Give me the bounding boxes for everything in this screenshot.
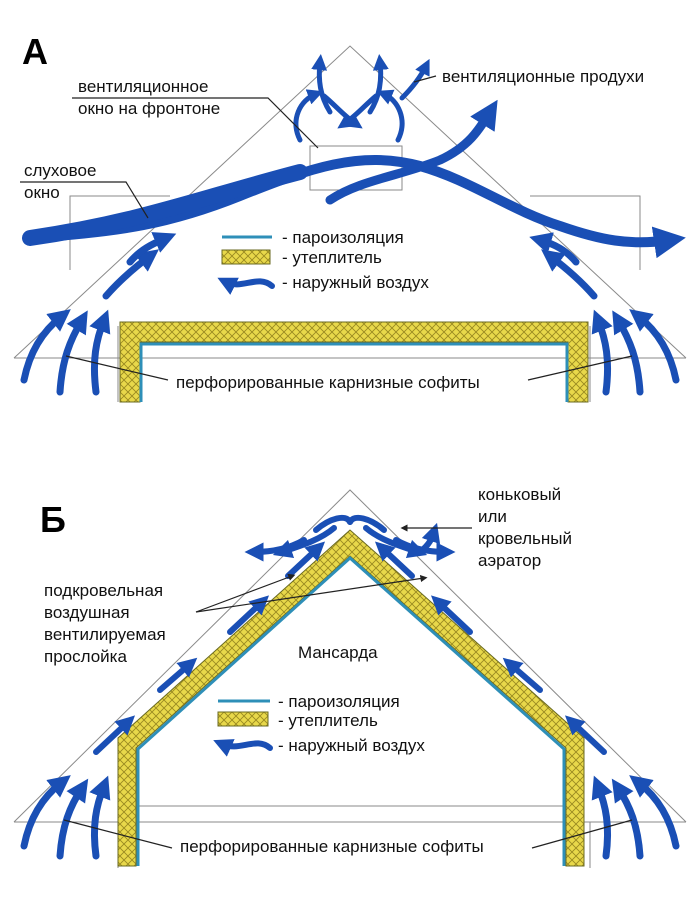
vapor-barrier-a bbox=[139, 342, 569, 402]
label-layer-line4: прослойка bbox=[44, 647, 127, 666]
leader-layer-right bbox=[195, 574, 428, 613]
label-dormer-line1: слуховое bbox=[24, 161, 96, 180]
diagram-b: Б коньковый или кровельный аэратор подкр… bbox=[13, 485, 687, 868]
leader-soffit-right-a bbox=[527, 355, 633, 381]
label-aerator-line4: аэратор bbox=[478, 551, 541, 570]
legend-insulation-swatch-b bbox=[217, 711, 269, 727]
secondary-airflow-a bbox=[325, 99, 498, 205]
label-room: Мансарда bbox=[298, 643, 378, 662]
dormer-outline-left bbox=[69, 195, 170, 270]
label-aerator-line2: или bbox=[478, 507, 507, 526]
leader-dormer bbox=[20, 181, 149, 219]
soffit-arrows-right-b bbox=[591, 775, 680, 860]
label-soffits-a: перфорированные карнизные софиты bbox=[176, 373, 480, 392]
label-aerator-line1: коньковый bbox=[478, 485, 561, 504]
label-aerator-line3: кровельный bbox=[478, 529, 572, 548]
soffit-arrows-right-a bbox=[529, 232, 680, 396]
diagram-b-letter: Б bbox=[40, 499, 66, 540]
diagram-a: А вентиляционное окно на фронтоне вентил… bbox=[13, 31, 687, 403]
label-layer-line3: вентилируемая bbox=[44, 625, 166, 644]
legend-air-label-b: - наружный воздух bbox=[278, 736, 425, 755]
legend-air-swatch-a bbox=[217, 277, 275, 295]
label-layer-line1: подкровельная bbox=[44, 581, 163, 600]
wall-lines-a bbox=[117, 326, 591, 402]
main-airflow-a bbox=[25, 155, 686, 259]
legend-vapor-label-a: - пароизоляция bbox=[282, 228, 404, 247]
insulation-a bbox=[119, 321, 589, 403]
leader-layer-left bbox=[195, 573, 296, 613]
slope-air-arrows-b bbox=[93, 541, 607, 755]
leader-gable-vent bbox=[72, 97, 319, 149]
legend-insulation-swatch-a bbox=[221, 249, 271, 265]
insulation-b bbox=[117, 529, 585, 867]
legend-air-swatch-b bbox=[213, 739, 273, 757]
legend-vapor-label-b: - пароизоляция bbox=[278, 692, 400, 711]
ridge-vent-arrows-a bbox=[293, 54, 430, 143]
label-gable-vent-line1: вентиляционное bbox=[78, 77, 208, 96]
vapor-barrier-b bbox=[136, 555, 566, 866]
soffit-arrows-left-b bbox=[20, 775, 111, 860]
leader-vents bbox=[413, 75, 437, 83]
legend-insulation-label-a: - утеплитель bbox=[282, 248, 382, 267]
label-soffits-b: перфорированные карнизные софиты bbox=[180, 837, 484, 856]
leader-soffit-left-a bbox=[65, 355, 169, 381]
label-dormer-line2: окно bbox=[24, 183, 60, 202]
label-layer-line2: воздушная bbox=[44, 603, 130, 622]
label-vents: вентиляционные продухи bbox=[442, 67, 644, 86]
legend-insulation-label-b: - утеплитель bbox=[278, 711, 378, 730]
legend-air-label-a: - наружный воздух bbox=[282, 273, 429, 292]
leader-soffit-left-b bbox=[63, 819, 173, 849]
diagram-a-letter: А bbox=[22, 31, 48, 72]
leader-soffit-right-b bbox=[531, 819, 633, 849]
label-gable-vent-line2: окно на фронтоне bbox=[78, 99, 220, 118]
main-airflow-a-head bbox=[22, 164, 308, 246]
soffit-arrows-left-a bbox=[20, 232, 177, 396]
ridge-aerator-arrows-b bbox=[244, 514, 456, 562]
